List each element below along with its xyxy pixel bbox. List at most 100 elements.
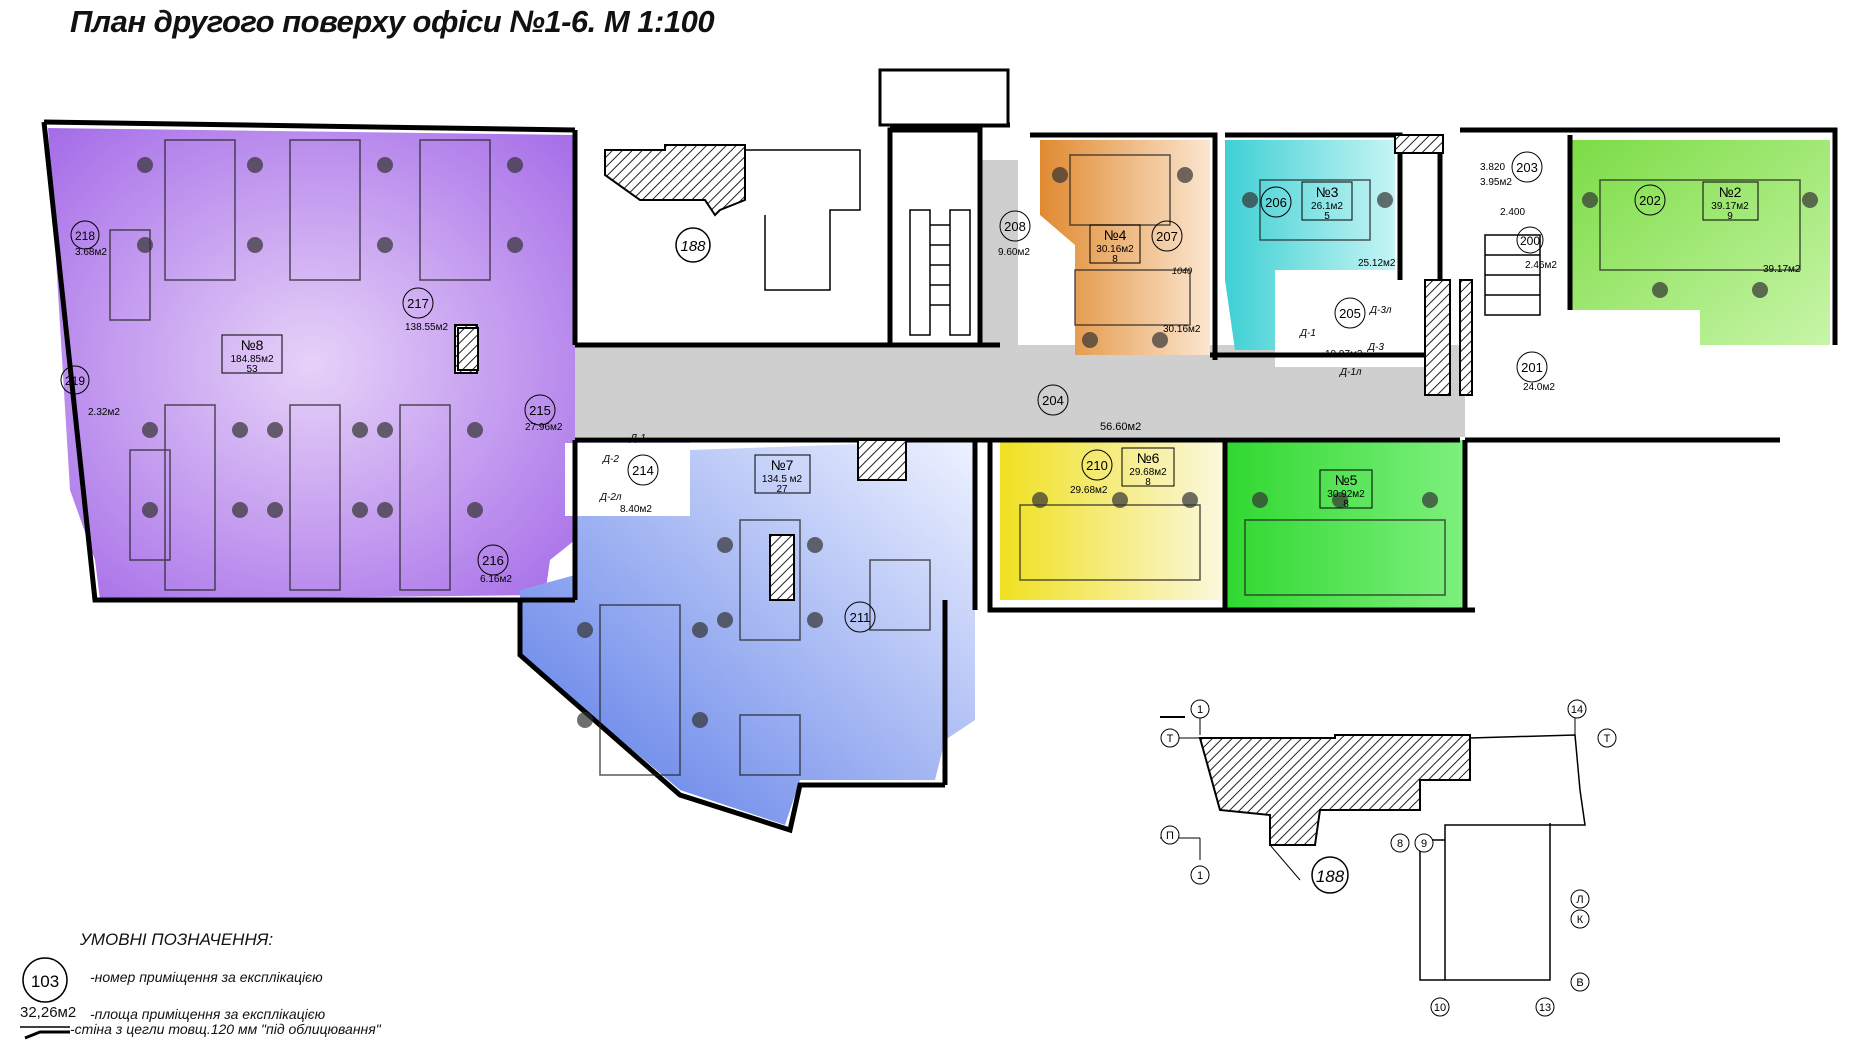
room-210-no: 210: [1086, 458, 1108, 473]
room-labels: №8 184.85м2 53 217 138.55м2 №7 134.5 м2 …: [60, 151, 1801, 633]
door-tag: Д-3: [1367, 342, 1384, 353]
room-216-no: 216: [482, 553, 504, 568]
workstations: [109, 139, 1801, 776]
axis-9: 9: [1421, 838, 1427, 850]
room-214-floor: [565, 443, 690, 516]
dim-label: 3.820: [1480, 162, 1505, 173]
axis-8: 8: [1397, 838, 1403, 850]
axis-1-top: 1: [1197, 704, 1203, 716]
legend-heading: УМОВНІ ПОЗНАЧЕННЯ:: [80, 930, 274, 949]
door-tag: Д-1: [629, 433, 646, 444]
office-8-no: №8: [241, 337, 264, 353]
office-3-area: 26.1м2: [1311, 201, 1343, 212]
room-214-area: 8.40м2: [620, 504, 652, 515]
chair-icons: [137, 157, 1818, 728]
room-207-no: 207: [1156, 229, 1178, 244]
building-188-label: 188: [680, 238, 706, 255]
office-4-no: №4: [1104, 227, 1127, 243]
office-3-count: 5: [1324, 211, 1330, 222]
room-217-no: 217: [407, 296, 429, 311]
office-5-count: 8: [1343, 499, 1349, 510]
room-208-no: 208: [1004, 219, 1026, 234]
room-204-area: 56.60м2: [1100, 421, 1141, 433]
room-210-area: 29.68м2: [1070, 485, 1108, 496]
office-5-no: №5: [1335, 472, 1358, 488]
stairs: [909, 209, 1541, 336]
room-218-no: 218: [75, 229, 95, 243]
office-4-count: 8: [1112, 254, 1118, 265]
office-2-area: 39.17м2: [1711, 201, 1749, 212]
office-7-zone: [520, 440, 975, 825]
key-plan-building-188: [1198, 734, 1471, 846]
room-200-no: 200: [1520, 234, 1540, 248]
office-6-count: 8: [1145, 477, 1151, 488]
axis-10: 10: [1434, 1002, 1446, 1014]
room-207-area: 30.16м2: [1163, 324, 1201, 335]
legend-room-symbol: 103: [31, 972, 59, 991]
dim-label: 1040: [1172, 266, 1192, 276]
building-188-footprint: [604, 144, 746, 217]
office-4-zone: [1040, 140, 1210, 355]
room-211-no: 211: [850, 610, 871, 625]
room-208-area: 9.60м2: [998, 247, 1030, 258]
page-title: План другого поверху офіси №1-6. М 1:100: [70, 4, 715, 39]
axis-T-right: Т: [1604, 733, 1611, 745]
legend-symbols: 103: [20, 957, 70, 1040]
building-188-outline: [745, 149, 861, 291]
walls: [41, 119, 1838, 834]
room-201-area: 24.0м2: [1523, 382, 1555, 393]
office-7-count: 27: [776, 484, 788, 495]
balcony: [878, 68, 1010, 127]
axis-13: 13: [1539, 1002, 1551, 1014]
axis-14: 14: [1571, 704, 1583, 716]
door-tag: Д-2л: [599, 492, 622, 503]
room-205-no: 205: [1339, 306, 1361, 321]
room-200-area: 2.46м2: [1525, 260, 1557, 271]
door-tag: Д-3л: [1369, 305, 1392, 316]
room-219-area: 2.32м2: [88, 407, 120, 418]
door-tag: Д-1л: [1339, 367, 1362, 378]
door-tag: Д-2: [602, 454, 619, 465]
dim-label: 2.400: [1500, 207, 1525, 218]
room-206-area: 25.12м2: [1358, 258, 1396, 269]
office-8-area: 184.85м2: [230, 354, 273, 365]
office-7-area: 134.5 м2: [762, 474, 803, 485]
office-2-count: 9: [1727, 211, 1733, 222]
office-3-no: №3: [1316, 184, 1339, 200]
office-2-no: №2: [1719, 184, 1742, 200]
legend-wall-text: -стіна з цегли товщ.120 мм "під облицюва…: [70, 1021, 381, 1037]
office-6-zone: [1000, 440, 1225, 600]
room-217-area: 138.55м2: [405, 322, 448, 333]
office-6-no: №6: [1137, 450, 1160, 466]
axis-P: П: [1166, 830, 1174, 842]
axis-K: К: [1577, 914, 1584, 926]
office-8-zone: [48, 128, 575, 600]
room-215-no: 215: [529, 403, 551, 418]
room-201-no: 201: [1521, 360, 1543, 375]
axis-1-bottom: 1: [1197, 870, 1203, 882]
room-203-no: 203: [1516, 160, 1538, 175]
legend-area-symbol: 32,26м2: [20, 1004, 77, 1021]
axis-V: В: [1576, 977, 1583, 989]
office-5-area: 30.92м2: [1327, 489, 1365, 500]
key-plan-axes: 1 Т П 1 14 Т 8 9 Л К В 10 13 188: [1160, 699, 1617, 1017]
room-215-area: 27.96м2: [525, 422, 563, 433]
room-219-no: 219: [65, 374, 85, 388]
legend-area-text: -площа приміщення за експлікацією: [90, 1006, 326, 1022]
door-tag: Д-1: [1299, 328, 1316, 339]
room-201-floor: [1470, 305, 1700, 440]
office-5-zone: [1225, 440, 1465, 610]
room-206-no: 206: [1265, 195, 1287, 210]
room-208-floor: [982, 160, 1018, 350]
office-6-area: 29.68м2: [1129, 467, 1167, 478]
room-202-area: 39.17м2: [1763, 264, 1801, 275]
key-plan-building-label: 188: [1316, 867, 1345, 886]
office-8-count: 53: [246, 364, 258, 375]
office-4-area: 30.16м2: [1096, 244, 1134, 255]
room-203-area: 3.95м2: [1480, 177, 1512, 188]
axis-L: Л: [1576, 894, 1583, 906]
key-plan: [1160, 716, 1586, 981]
axis-T-left: Т: [1167, 733, 1174, 745]
room-202-no: 202: [1639, 193, 1661, 208]
